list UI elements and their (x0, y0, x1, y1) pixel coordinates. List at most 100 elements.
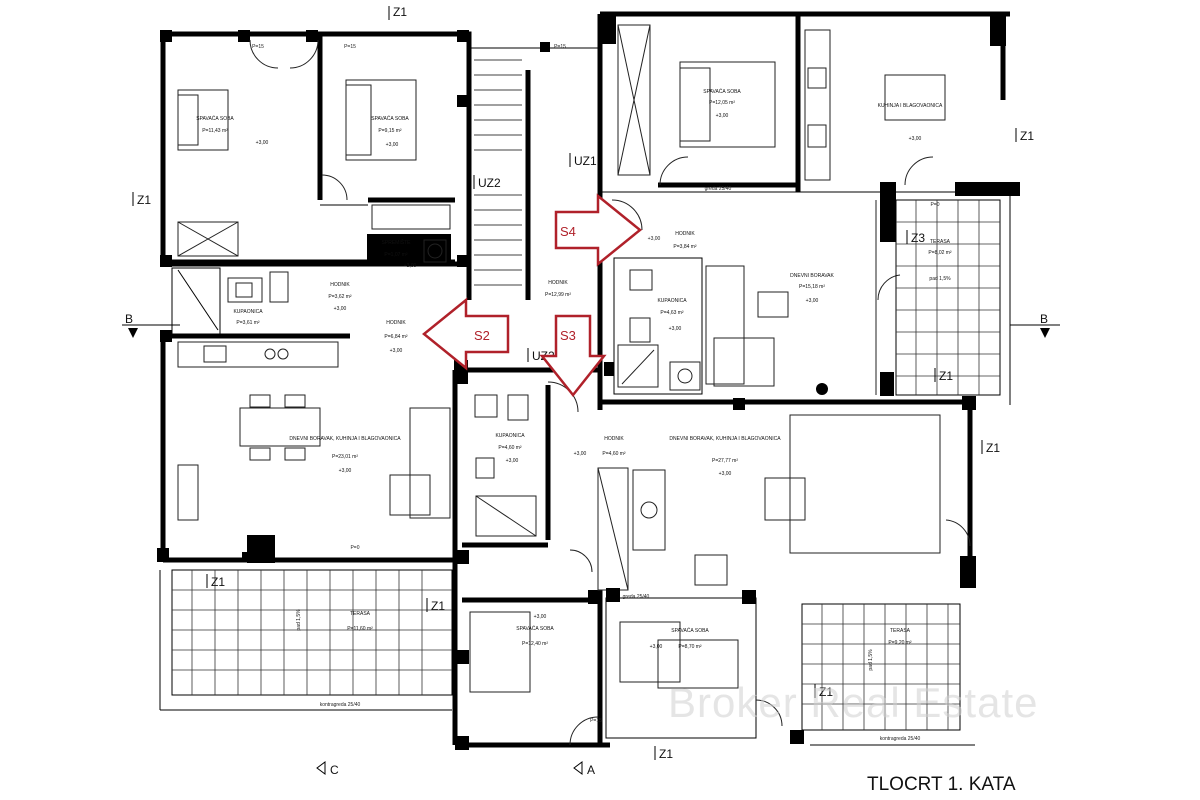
room-name: KUPAONICA (495, 433, 525, 439)
room-name: TERASA (930, 239, 951, 245)
section-mark-c: C (330, 763, 339, 777)
room-name: KUPAONICA (233, 309, 263, 315)
room-level: pad 1,5% (929, 276, 951, 282)
p15-note: P=15 (252, 44, 264, 50)
room-name: DNEVNI BORAVAK, KUHINJA I BLAGOVAONICA (669, 436, 781, 442)
room-area: P=9,15 m² (378, 128, 402, 134)
room-area: P=15,18 m² (799, 284, 825, 290)
room-name: SPAVAĆA SOBA (196, 115, 234, 122)
room-area: P=9,20 m² (888, 640, 912, 646)
left-upper-walls (160, 30, 472, 267)
room-name: SPAVAĆA SOBA (516, 625, 554, 632)
room-name: SPAVAĆA SOBA (671, 627, 709, 634)
section-mark-b-left: B (125, 312, 133, 326)
room-labels: SPAVAĆA SOBA P=11,43 m² +3,00 SPAVAĆA SO… (196, 88, 952, 671)
room-area: P=3,84 m² (673, 244, 697, 250)
watermark: Broker Real Estate (668, 679, 1039, 726)
section-mark-a: A (587, 763, 595, 777)
room-name: SPAVAĆA SOBA (703, 88, 741, 95)
room-level: pad 1,5% (296, 609, 302, 631)
room-area: P=27,77 m² (712, 458, 738, 464)
room-level: +3,00 (506, 458, 519, 464)
zone-label: UZ1 (574, 154, 597, 168)
room-level: +3,00 (334, 306, 347, 312)
room-level: +3,00 (404, 263, 417, 269)
zone-label: Z1 (939, 369, 953, 383)
room-name: DNEVNI BORAVAK (790, 273, 834, 279)
room-level: +3,00 (386, 142, 399, 148)
p15-note: P=15 (344, 44, 356, 50)
section-marks: B B C A (122, 312, 1060, 777)
room-level: +3,00 (390, 348, 403, 354)
room-level: +3,00 (256, 140, 269, 146)
room-level: +3,00 (339, 468, 352, 474)
p0-note: P=0 (350, 545, 359, 551)
zone-label: Z1 (659, 747, 673, 761)
room-level: +3,00 (534, 614, 547, 620)
zone-label: Z1 (1020, 129, 1034, 143)
section-mark-b-right: B (1040, 312, 1048, 326)
kontragreda-note: kontragreda 25/40 (880, 736, 921, 742)
zone-label: Z1 (137, 193, 151, 207)
room-area: P=4,63 m² (660, 310, 684, 316)
room-name: HODNIK (330, 282, 350, 288)
zone-label: Z1 (431, 599, 445, 613)
arrow-s3-label: S3 (560, 328, 576, 343)
room-area: P=12,99 m² (545, 292, 571, 298)
plan-title: TLOCRT 1. KATA (867, 774, 1016, 795)
room-level: +3,00 (574, 451, 587, 457)
small-bedroom (605, 588, 783, 739)
room-area: P=1,07 m² (384, 252, 408, 258)
room-level: pad 1,5% (868, 649, 874, 671)
right-upper-walls (597, 11, 1020, 410)
middle-lower-apartment (452, 360, 610, 750)
room-name: HODNIK (386, 320, 406, 326)
room-name: KUPAONICA (657, 298, 687, 304)
room-name: HODNIK (548, 280, 568, 286)
p15-note: P=15 (554, 44, 566, 50)
greda-note: greda 25/40 (623, 594, 650, 600)
room-area: P=6,84 m² (384, 334, 408, 340)
room-name: KUHINJA I BLAGOVAONICA (878, 103, 943, 109)
arrow-s4-label: S4 (560, 224, 576, 239)
left-bathroom-kitchen (160, 234, 451, 368)
room-name: SPREMIŠTE (382, 239, 412, 246)
zone-label: Z1 (393, 5, 407, 19)
room-area: P=11,60 m² (347, 626, 373, 632)
room-level: +3,00 (669, 326, 682, 332)
room-name: DNEVNI BORAVAK, KUHINJA I BLAGOVAONICA (289, 436, 401, 442)
room-area: P=12,05 m² (709, 100, 735, 106)
arrow-s3: S3 (539, 314, 607, 398)
p15-note: P=15 (590, 718, 602, 724)
room-name: SPAVAĆA SOBA (371, 115, 409, 122)
kontragreda-note: kontragreda 25/40 (320, 702, 361, 708)
room-name: HODNIK (604, 436, 624, 442)
room-area: P=3,61 m² (236, 320, 260, 326)
room-area: P=23,01 m² (332, 454, 358, 460)
room-level: +3,00 (650, 644, 663, 650)
staircase (466, 36, 600, 300)
room-area: P=4,60 m² (602, 451, 626, 457)
room-area: P=8,02 m² (928, 250, 952, 256)
zone-labels: Z1 Z1 Z1 Z1 Z1 Z1 Z1 Z1 Z1 Z3 UZ1 UZ2 UZ… (132, 5, 1034, 761)
room-level: +3,00 (719, 471, 732, 477)
room-area: P=8,70 m² (678, 644, 702, 650)
room-level: +3,00 (806, 298, 819, 304)
greda-note: greda 25/40 (705, 186, 732, 192)
room-name: TERASA (350, 611, 371, 617)
arrow-s2-label: S2 (474, 328, 490, 343)
arrow-s2: S2 (422, 297, 510, 371)
room-area: P=4,60 m² (498, 445, 522, 451)
zone-label: Z3 (911, 231, 925, 245)
p0-note: P=0 (930, 202, 939, 208)
right-terrace-lower (790, 603, 975, 746)
room-level: +3,00 (909, 136, 922, 142)
room-name: TERASA (890, 628, 911, 634)
left-terrace (159, 569, 453, 711)
room-area: P=11,43 m² (202, 128, 228, 134)
room-area: P=3,62 m² (328, 294, 352, 300)
right-lower-living (597, 396, 976, 591)
room-name: HODNIK (675, 231, 695, 237)
arrow-s4: S4 (554, 193, 642, 267)
